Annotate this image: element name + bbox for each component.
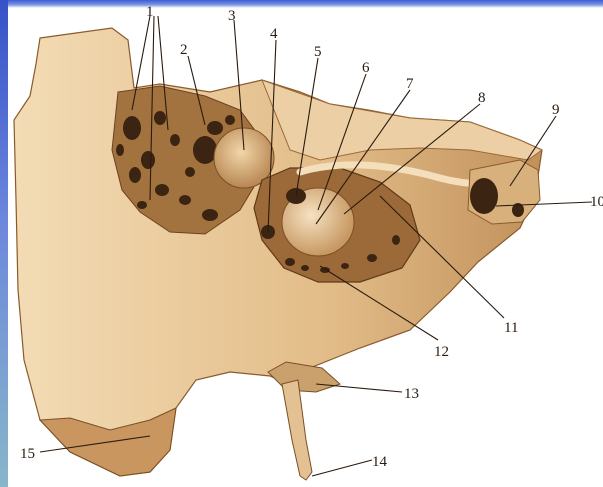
auditory-tube-lumen [470,178,498,214]
label-1: 1 [146,4,154,20]
label-5: 5 [314,44,322,60]
label-9: 9 [552,102,560,118]
label-3: 3 [228,8,236,24]
label-4: 4 [270,26,278,42]
label-12: 12 [434,344,449,360]
styloid-process [282,380,312,480]
label-8: 8 [478,90,486,106]
label-11: 11 [504,320,518,336]
label-14: 14 [372,454,388,470]
label-7: 7 [406,76,414,92]
label-10: 10 [590,194,603,210]
label-13: 13 [404,386,419,402]
label-2: 2 [180,42,188,58]
styloid-sheath [268,362,340,392]
label-6: 6 [362,60,370,76]
label-15: 15 [20,446,35,462]
